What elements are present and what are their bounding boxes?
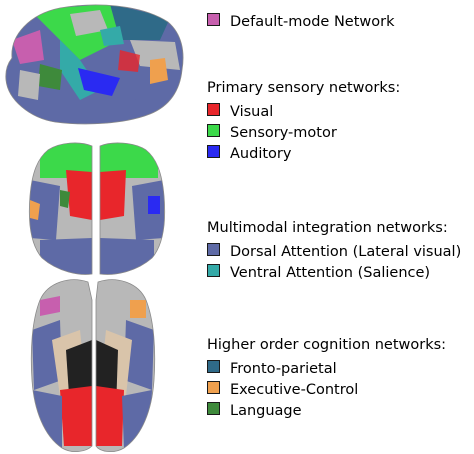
legend-item-language: Language xyxy=(207,400,446,421)
legend-default-mode: Default-mode Network xyxy=(207,11,394,32)
brain-posterior-view xyxy=(28,142,166,275)
legend-item-dorsal-attention: Dorsal Attention (Lateral visual) xyxy=(207,241,461,262)
legend-title-higher: Higher order cognition networks: xyxy=(207,337,447,353)
legend-label-dorsal-attention: Dorsal Attention (Lateral visual) xyxy=(230,244,462,260)
legend-label-auditory: Auditory xyxy=(230,146,292,162)
legend-item-executive-control: Executive-Control xyxy=(207,379,446,400)
swatch-auditory xyxy=(207,145,220,158)
legend-label-visual: Visual xyxy=(230,104,274,120)
legend-item-visual: Visual xyxy=(207,101,400,122)
legend-primary-sensory: Primary sensory networks: Visual Sensory… xyxy=(207,79,400,164)
legend-multimodal: Multimodal integration networks: Dorsal … xyxy=(207,219,461,283)
legend-item-auditory: Auditory xyxy=(207,143,400,164)
legend-item-ventral-attention: Ventral Attention (Salience) xyxy=(207,262,461,283)
legend-higher-order: Higher order cognition networks: Fronto-… xyxy=(207,336,446,421)
brain-illustrations xyxy=(5,4,184,452)
legend-title-primary: Primary sensory networks: xyxy=(207,80,401,96)
legend-label-default-mode: Default-mode Network xyxy=(230,14,395,30)
legend-label-executive-control: Executive-Control xyxy=(230,382,359,398)
legend-title-multimodal: Multimodal integration networks: xyxy=(207,220,448,236)
swatch-default-mode xyxy=(207,13,220,26)
swatch-fronto-parietal xyxy=(207,360,220,373)
swatch-ventral-attention xyxy=(207,264,220,277)
legend-item-fronto-parietal: Fronto-parietal xyxy=(207,358,446,379)
legend-label-sensory-motor: Sensory-motor xyxy=(230,125,337,141)
swatch-dorsal-attention xyxy=(207,243,220,256)
legend-item-default-mode: Default-mode Network xyxy=(207,11,394,32)
swatch-visual xyxy=(207,103,220,116)
brain-lateral-view xyxy=(5,4,184,124)
swatch-sensory-motor xyxy=(207,124,220,137)
legend-label-language: Language xyxy=(230,403,302,419)
legend-item-sensory-motor: Sensory-motor xyxy=(207,122,400,143)
legend-label-fronto-parietal: Fronto-parietal xyxy=(230,361,337,377)
swatch-language xyxy=(207,402,220,415)
brain-inferior-view xyxy=(30,279,156,452)
legend-label-ventral-attention: Ventral Attention (Salience) xyxy=(230,265,431,281)
swatch-executive-control xyxy=(207,381,220,394)
